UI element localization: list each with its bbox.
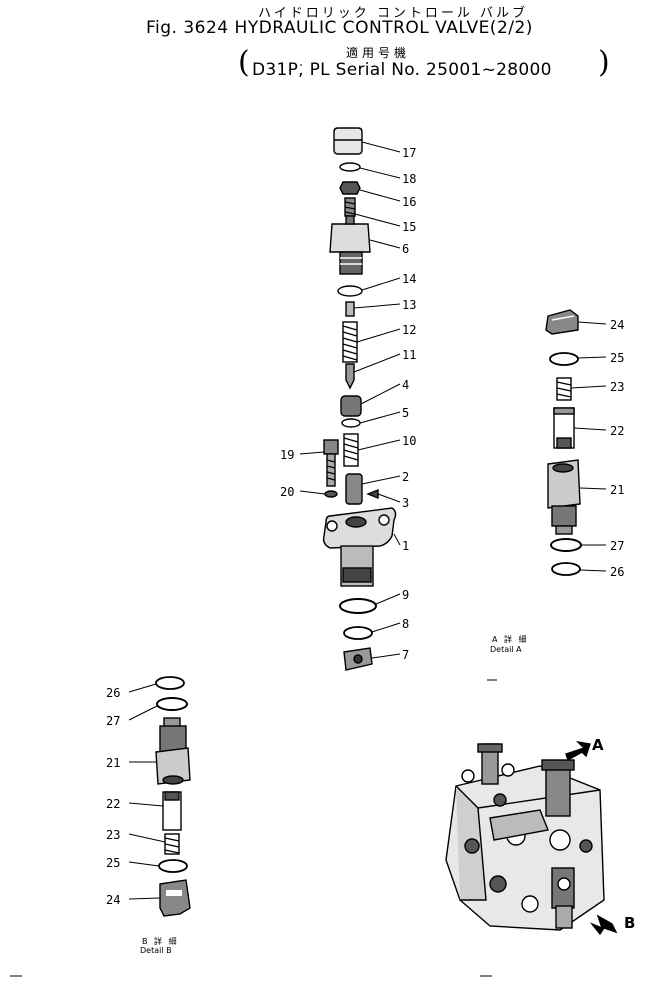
detail-b-part-24-plug bbox=[159, 879, 191, 917]
part-11-poppet bbox=[345, 363, 355, 390]
callout-11: 11 bbox=[402, 348, 417, 362]
callout-12: 12 bbox=[402, 323, 417, 337]
callout-1: 1 bbox=[402, 539, 410, 553]
detail-b-callout-21: 21 bbox=[106, 756, 121, 770]
part-5-oring bbox=[341, 418, 361, 428]
detail-b-part-26-oring bbox=[155, 676, 185, 690]
left-bracket: ( bbox=[238, 45, 250, 80]
part-6-body bbox=[329, 223, 371, 253]
callout-20: 20 bbox=[280, 485, 295, 499]
marker-a: A bbox=[592, 736, 604, 754]
callout-8: 8 bbox=[402, 617, 410, 631]
detail-b-part-27-oring bbox=[156, 697, 188, 711]
main-leader-lines bbox=[299, 141, 401, 659]
detail-a-caption: Detail A bbox=[490, 645, 522, 654]
callout-5: 5 bbox=[402, 406, 410, 420]
part-9-oring bbox=[339, 598, 377, 614]
right-bracket: ) bbox=[598, 45, 610, 80]
detail-a-part-27-oring bbox=[550, 538, 582, 552]
detail-b-callout-26: 26 bbox=[106, 686, 121, 700]
part-2-spool bbox=[345, 473, 363, 505]
part-17-cap bbox=[333, 127, 363, 155]
detail-b-leader-lines bbox=[128, 683, 166, 900]
detail-b-callout-23: 23 bbox=[106, 828, 121, 842]
part-20-washer bbox=[324, 490, 338, 498]
part-16-nut bbox=[339, 181, 361, 195]
arrow-b-icon bbox=[589, 914, 618, 936]
serial-range: D31P, PL Serial No. 25001~28000 bbox=[252, 60, 552, 80]
detail-a-part-21-valve bbox=[547, 459, 581, 509]
detail-b-callout-24: 24 bbox=[106, 893, 121, 907]
detail-a-callout-22: 22 bbox=[610, 424, 625, 438]
part-8-oring bbox=[343, 626, 373, 640]
detail-b-part-25-oring bbox=[158, 859, 188, 873]
callout-19: 19 bbox=[280, 448, 295, 462]
detail-a-leader-lines bbox=[570, 321, 607, 572]
callout-3: 3 bbox=[402, 496, 410, 510]
part-4-seat bbox=[340, 395, 362, 417]
part-19-bolt-head bbox=[323, 439, 339, 455]
detail-b-caption-jp: B 詳 細 bbox=[142, 937, 179, 946]
applicable-models-label: 適用号機 bbox=[346, 46, 411, 60]
part-14-oring bbox=[337, 285, 363, 297]
callout-13: 13 bbox=[402, 298, 417, 312]
callout-9: 9 bbox=[402, 588, 410, 602]
detail-b-part-21-valve bbox=[155, 747, 191, 785]
figure-title: Fig. 3624 HYDRAULIC CONTROL VALVE(2/2) bbox=[146, 18, 533, 38]
detail-b-callout-27: 27 bbox=[106, 714, 121, 728]
marker-b: B bbox=[624, 914, 636, 932]
part-18-oring bbox=[339, 162, 361, 172]
callout-15: 15 bbox=[402, 220, 417, 234]
detail-a-callout-27: 27 bbox=[610, 539, 625, 553]
callout-17: 17 bbox=[402, 146, 417, 160]
detail-a-part-26-oring bbox=[551, 562, 581, 576]
callout-16: 16 bbox=[402, 195, 417, 209]
callout-6: 6 bbox=[402, 242, 410, 256]
callout-14: 14 bbox=[402, 272, 417, 286]
detail-a-callout-26: 26 bbox=[610, 565, 625, 579]
detail-a-callout-23: 23 bbox=[610, 380, 625, 394]
part-13-pin bbox=[345, 301, 355, 317]
detail-a-caption-jp: A 詳 細 bbox=[492, 635, 529, 644]
valve-assembly-view bbox=[445, 743, 605, 931]
callout-4: 4 bbox=[402, 378, 410, 392]
part-1-flange bbox=[322, 507, 397, 549]
callout-18: 18 bbox=[402, 172, 417, 186]
callout-2: 2 bbox=[402, 470, 410, 484]
part-3-pin bbox=[366, 488, 379, 500]
detail-b-callout-22: 22 bbox=[106, 797, 121, 811]
callout-10: 10 bbox=[402, 434, 417, 448]
detail-a-callout-24: 24 bbox=[610, 318, 625, 332]
detail-a-part-25-oring bbox=[549, 352, 579, 366]
callout-7: 7 bbox=[402, 648, 410, 662]
arrow-a-icon bbox=[565, 740, 591, 762]
detail-b-callout-25: 25 bbox=[106, 856, 121, 870]
detail-b-caption: Detail B bbox=[140, 946, 172, 955]
detail-a-callout-25: 25 bbox=[610, 351, 625, 365]
detail-a-callout-21: 21 bbox=[610, 483, 625, 497]
detail-a-part-24-plug bbox=[545, 309, 579, 335]
title-japanese: ハイドロリック コントロール バルブ bbox=[258, 6, 529, 21]
